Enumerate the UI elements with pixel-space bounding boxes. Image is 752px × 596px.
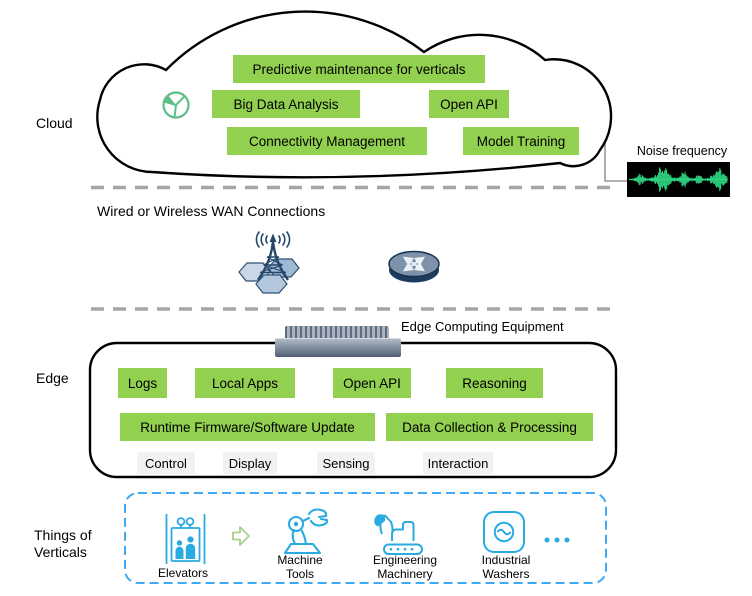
excavator-icon <box>374 514 423 555</box>
capability-box-local-apps: Local Apps <box>195 368 295 398</box>
tower-mast <box>257 241 289 281</box>
router-icon <box>388 250 440 283</box>
capability-box-runtime-update: Runtime Firmware/Software Update <box>120 413 375 441</box>
cell-tower-icon <box>238 230 300 294</box>
function-box-display: Display <box>223 452 277 474</box>
capability-box-reasoning: Reasoning <box>446 368 543 398</box>
radio-waves <box>255 230 291 249</box>
function-box-interaction: Interaction <box>423 452 493 474</box>
sphere-segments-icon <box>162 91 190 119</box>
edge-section-label: Edge <box>36 370 69 386</box>
elevator-icon <box>165 514 206 564</box>
edge-gateway-photo <box>275 326 401 357</box>
capability-box-data-collection: Data Collection & Processing <box>386 413 593 441</box>
robot-arm-icon <box>283 508 329 555</box>
function-box-sensing: Sensing <box>317 452 375 474</box>
arrow-right-icon <box>232 526 250 546</box>
capability-box-connectivity: Connectivity Management <box>227 127 427 155</box>
washing-machine-icon <box>483 511 525 553</box>
capability-box-open-api-edge: Open API <box>333 368 411 398</box>
caption-elevators: Elevators <box>157 566 209 580</box>
caption-machine-tools: Machine Tools <box>277 553 323 581</box>
capability-box-model-training: Model Training <box>463 127 579 155</box>
noise-frequency-label: Noise frequency <box>636 144 728 158</box>
audio-waveform <box>627 162 730 197</box>
edge-equipment-label: Edge Computing Equipment <box>401 319 564 334</box>
caption-industrial-washers: Industrial Washers <box>481 553 531 581</box>
caption-engineering-machinery: Engineering Machinery <box>372 553 438 581</box>
wan-label: Wired or Wireless WAN Connections <box>97 203 326 219</box>
capability-box-open-api-cloud: Open API <box>429 90 509 118</box>
device-body <box>275 338 401 357</box>
cloud-section-label: Cloud <box>36 115 73 131</box>
capability-box-predictive-maintenance: Predictive maintenance for verticals <box>233 55 485 83</box>
capability-box-logs: Logs <box>118 368 167 398</box>
capability-box-big-data: Big Data Analysis <box>212 90 360 118</box>
device-heatsink-fins <box>285 326 389 340</box>
function-box-control: Control <box>137 452 195 474</box>
things-box <box>124 492 607 584</box>
ellipsis-icon <box>544 537 570 543</box>
things-section-label: Things of Verticals <box>34 527 92 560</box>
